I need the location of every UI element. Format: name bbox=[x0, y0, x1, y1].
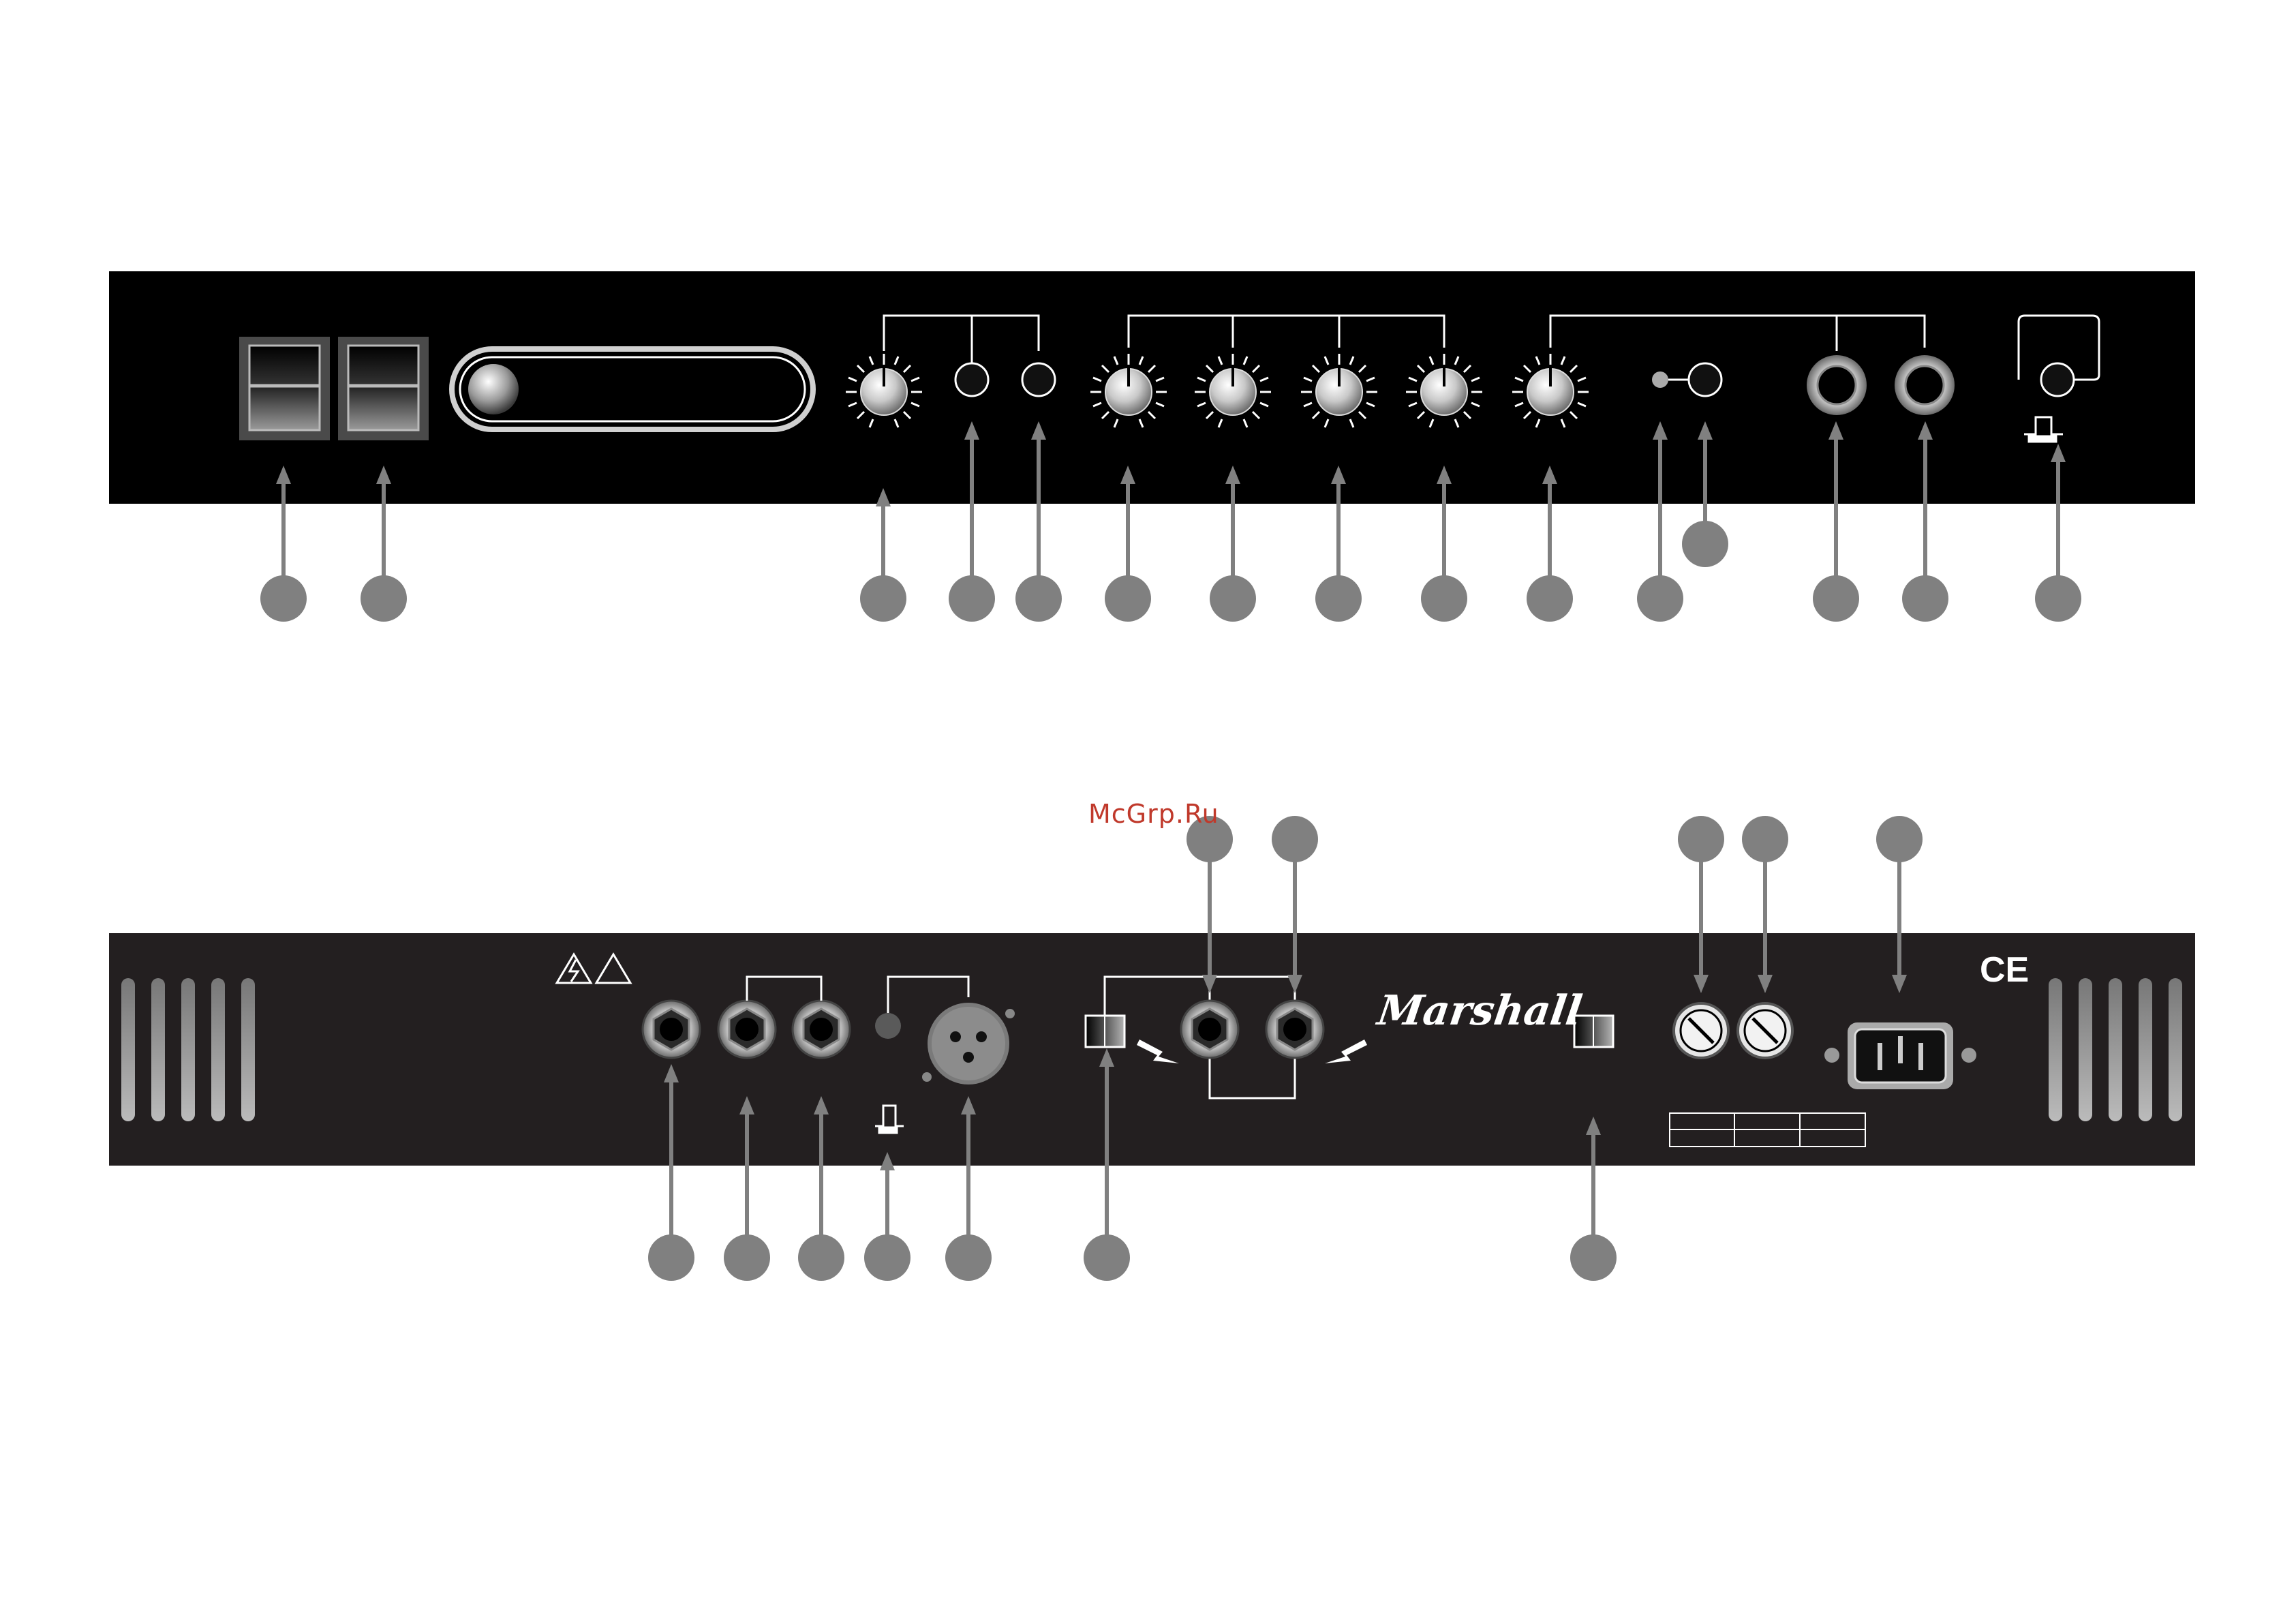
push-switch-icon[interactable] bbox=[2041, 363, 2074, 396]
callout-marker bbox=[864, 1234, 910, 1281]
watermark: McGrp.Ru bbox=[1088, 799, 1219, 829]
jack-socket-icon[interactable] bbox=[1807, 355, 1867, 415]
callout-marker bbox=[860, 575, 906, 622]
callout-marker bbox=[724, 1234, 770, 1281]
callout-marker bbox=[949, 575, 995, 622]
jack-socket-icon[interactable] bbox=[643, 1001, 700, 1058]
front-panel bbox=[109, 271, 2195, 504]
callout-marker bbox=[1421, 575, 1467, 622]
callout-marker bbox=[1742, 816, 1788, 862]
brand-logo: Marshall bbox=[1375, 987, 1585, 1035]
push-switch-icon[interactable] bbox=[1022, 363, 1055, 396]
slide-switch-icon[interactable] bbox=[1086, 1016, 1124, 1047]
callout-marker bbox=[1272, 816, 1318, 862]
fuse-holder-icon[interactable] bbox=[1738, 1003, 1792, 1058]
callout-marker bbox=[1015, 575, 1062, 622]
callout-marker bbox=[1084, 1234, 1130, 1281]
callout-marker bbox=[1210, 575, 1256, 622]
power-switch-icon[interactable] bbox=[239, 337, 330, 440]
push-switch-icon[interactable] bbox=[1689, 363, 1721, 396]
callout-marker bbox=[945, 1234, 992, 1281]
callout-marker bbox=[798, 1234, 844, 1281]
callout-marker bbox=[648, 1234, 694, 1281]
callout-marker bbox=[361, 575, 407, 622]
callout-marker bbox=[1315, 575, 1362, 622]
standby-switch-icon[interactable] bbox=[338, 337, 429, 440]
jack-socket-icon[interactable] bbox=[793, 1001, 850, 1058]
callout-marker bbox=[260, 575, 307, 622]
speaker-outlet-icon[interactable] bbox=[1266, 1001, 1323, 1058]
fuse-holder-icon[interactable] bbox=[1674, 1003, 1728, 1058]
callout-marker bbox=[1682, 521, 1728, 567]
rear-panel: CE bbox=[109, 933, 2195, 1166]
callout-marker bbox=[1570, 1234, 1617, 1281]
ce-mark-icon: CE bbox=[1980, 950, 2029, 990]
speaker-outlet-icon[interactable] bbox=[1181, 1001, 1238, 1058]
callout-marker bbox=[2035, 575, 2081, 622]
jack-socket-icon[interactable] bbox=[1895, 355, 1955, 415]
callout-marker bbox=[1527, 575, 1573, 622]
callout-marker bbox=[1813, 575, 1859, 622]
callout-marker bbox=[1876, 816, 1923, 862]
callout-marker bbox=[1902, 575, 1948, 622]
push-switch-icon[interactable] bbox=[955, 363, 988, 396]
rear-callout-markers-top bbox=[1187, 816, 1923, 862]
rear-callout-markers-bottom bbox=[648, 1234, 1617, 1281]
callout-marker bbox=[1678, 816, 1724, 862]
push-switch-icon[interactable] bbox=[875, 1013, 901, 1039]
front-callout-markers bbox=[260, 521, 2081, 622]
jack-socket-icon[interactable] bbox=[718, 1001, 776, 1058]
callout-marker bbox=[1637, 575, 1683, 622]
pilot-lamp-icon bbox=[452, 349, 813, 429]
callout-marker bbox=[1105, 575, 1151, 622]
